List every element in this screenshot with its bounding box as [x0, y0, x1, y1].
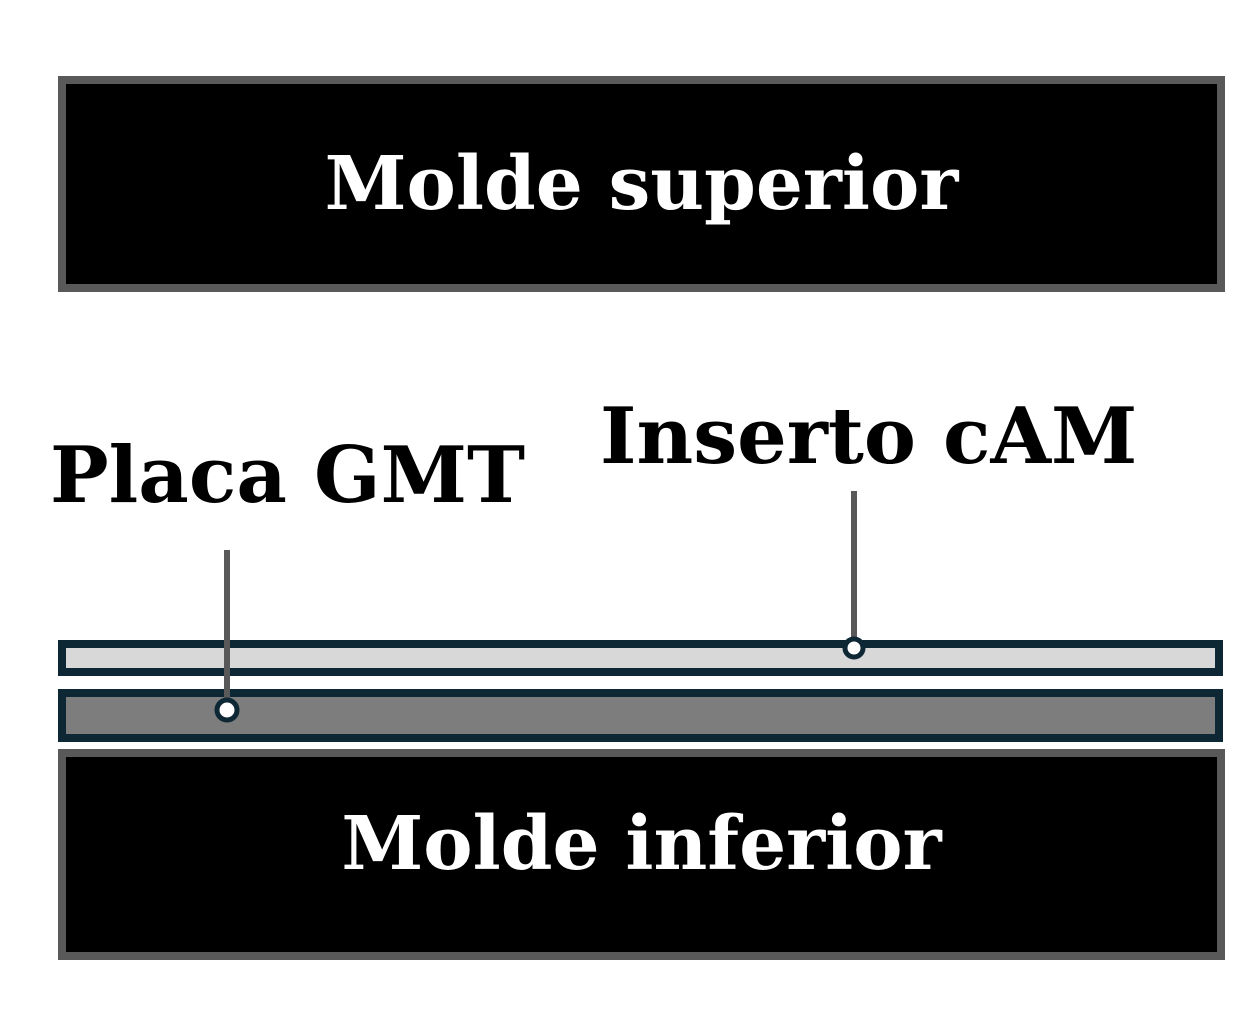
molde-superior-box: Molde superior: [58, 76, 1225, 292]
inserto-cam-label: Inserto cAM: [600, 391, 1138, 482]
placa-gmt-label: Placa GMT: [50, 430, 526, 521]
molde-inferior-label: Molde inferior: [341, 800, 942, 887]
placa-gmt-plate: [58, 689, 1223, 742]
inserto-cam-plate: [58, 640, 1223, 676]
molde-superior-label: Molde superior: [324, 141, 959, 227]
molde-inferior-box: Molde inferior: [58, 749, 1225, 960]
